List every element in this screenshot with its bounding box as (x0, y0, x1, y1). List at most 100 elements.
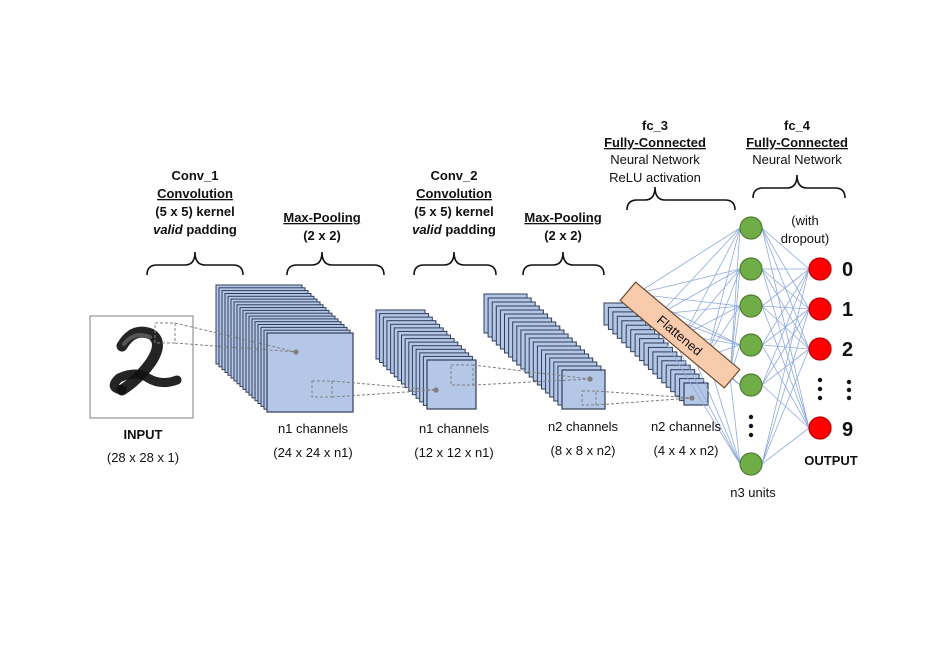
conv1-padding: valid padding (153, 222, 237, 237)
connection-line (706, 227, 741, 357)
connection-line (683, 227, 741, 336)
caption-conv2-dims: (8 x 8 x n2) (550, 443, 615, 458)
output-digit-9: 9 (842, 419, 853, 441)
connection-line (761, 227, 810, 270)
hidden-node (739, 373, 763, 397)
feature-map-stack-conv1 (215, 284, 354, 413)
output-node (808, 297, 832, 321)
hidden-layer-nodes (739, 216, 763, 476)
output-node (808, 337, 832, 361)
input-label: INPUT (124, 427, 163, 442)
hidden-units-label: n3 units (730, 485, 776, 500)
hidden-node (739, 216, 763, 240)
input-kernel-window (154, 322, 176, 344)
flattened-bar-rect (619, 281, 741, 389)
connection-line (729, 268, 741, 378)
pool1-size: (2 x 2) (303, 228, 341, 243)
pool2-window (581, 390, 597, 406)
connection-line (761, 268, 810, 346)
connection-line (761, 427, 810, 465)
projection-point (689, 395, 695, 401)
conv1-padding-rest: padding (183, 222, 237, 237)
connection-line (729, 376, 741, 465)
output-digit-1: 1 (842, 299, 853, 321)
connection-line (761, 308, 810, 465)
pool1-header: Max-Pooling (2 x 2) (283, 210, 360, 243)
projection-line (331, 389, 437, 398)
dropout-line-1: (with (791, 213, 818, 228)
connection-line (706, 268, 741, 357)
connection-line (659, 227, 741, 315)
feature-map-stack-pool2 (603, 302, 709, 406)
conv1-type: Convolution (157, 186, 233, 201)
conv1-padding-word: valid (153, 222, 184, 237)
caption-conv2-channels: n2 channels (548, 419, 619, 434)
fc3-line1: Neural Network (610, 152, 700, 167)
conv2-name: Conv_2 (431, 168, 478, 183)
conv2-padding-rest: padding (442, 222, 496, 237)
caption-pool1-channels: n1 channels (419, 421, 490, 436)
conv2-brace (413, 251, 497, 276)
caption-pool2-dims: (4 x 4 x n2) (653, 443, 718, 458)
handwritten-digit-2-image (109, 326, 182, 396)
connection-line (761, 268, 810, 429)
connection-line (761, 268, 810, 307)
fc3-name: fc_3 (642, 118, 668, 133)
dropout-note: (with dropout) (781, 213, 829, 246)
projection-line (331, 380, 437, 391)
fc4-header: fc_4 Fully-Connected Neural Network (746, 118, 848, 167)
projection-point (293, 349, 299, 355)
connection-line (761, 348, 810, 465)
connection-line (635, 227, 741, 295)
projection-line (472, 378, 591, 386)
fc4-brace (752, 174, 846, 199)
connection-line (761, 308, 810, 386)
connection-line (683, 268, 741, 336)
fc3-header: fc_3 Fully-Connected Neural Network ReLU… (604, 118, 706, 185)
conv1-header: Conv_1 Convolution (5 x 5) kernel valid … (153, 168, 237, 237)
connection-line (659, 305, 741, 315)
conv2-window (450, 364, 474, 386)
pool1-window (311, 380, 333, 398)
projection-line (595, 390, 693, 399)
feature-map-stack-conv2 (483, 293, 606, 410)
output-ellipsis (817, 377, 823, 401)
fc3-brace (626, 186, 736, 211)
connection-line (635, 268, 741, 295)
connection-line (729, 227, 741, 378)
output-node (808, 257, 832, 281)
conv1-brace (146, 251, 244, 276)
pool2-brace (522, 251, 605, 276)
pool1-type: Max-Pooling (283, 210, 360, 225)
connection-line (761, 268, 810, 465)
projection-lines (174, 322, 695, 406)
connection-line (659, 268, 741, 315)
connection-line (761, 227, 810, 310)
pool2-type: Max-Pooling (524, 210, 601, 225)
conv2-type: Convolution (416, 186, 492, 201)
output-label: OUTPUT (804, 453, 858, 468)
output-digit-2: 2 (842, 339, 853, 361)
projection-line (174, 342, 297, 353)
fc3-type: Fully-Connected (604, 135, 706, 150)
feature-map-stack-pool1 (375, 309, 477, 410)
projection-line (595, 397, 693, 406)
caption-conv1-channels: n1 channels (278, 421, 349, 436)
conv2-header: Conv_2 Convolution (5 x 5) kernel valid … (412, 168, 496, 237)
caption-pool2-channels: n2 channels (651, 419, 722, 434)
feature-map-front (266, 332, 354, 413)
output-layer-nodes (808, 257, 832, 440)
pool2-size: (2 x 2) (544, 228, 582, 243)
hidden-node (739, 452, 763, 476)
conv1-kernel: (5 x 5) kernel (155, 204, 235, 219)
fc4-type: Fully-Connected (746, 135, 848, 150)
fc4-name: fc_4 (784, 118, 811, 133)
pool2-header: Max-Pooling (2 x 2) (524, 210, 601, 243)
hidden-node (739, 333, 763, 357)
fc3-line2: ReLU activation (609, 170, 701, 185)
input-dims: (28 x 28 x 1) (107, 450, 179, 465)
dropout-line-2: dropout) (781, 231, 829, 246)
conv2-kernel: (5 x 5) kernel (414, 204, 494, 219)
pool1-brace (286, 251, 385, 276)
